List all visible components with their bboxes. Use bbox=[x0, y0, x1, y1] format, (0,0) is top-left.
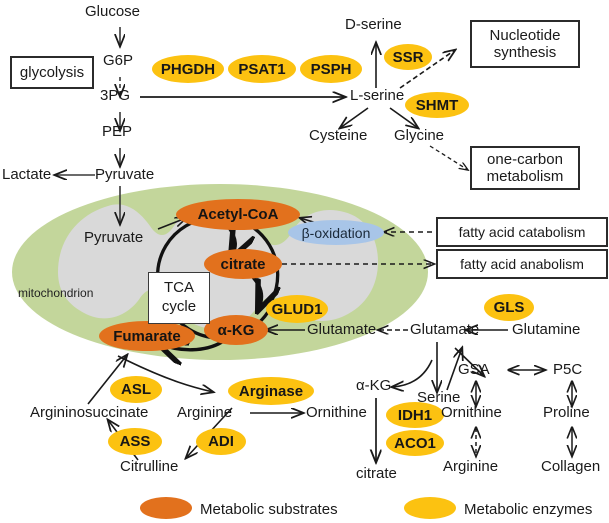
enzyme-asl[interactable]: ASL bbox=[110, 376, 162, 403]
beta-oxidation-node[interactable]: β-oxidation bbox=[288, 220, 384, 245]
glycolysis-box-label: glycolysis bbox=[19, 63, 85, 81]
one-carbon-metabolism-box: one-carbon metabolism bbox=[470, 146, 580, 190]
node-glutamine: Glutamine bbox=[512, 321, 581, 338]
enzyme-glud1-label: GLUD1 bbox=[271, 300, 323, 318]
nucleotide-synthesis-label: Nucleotide synthesis bbox=[489, 26, 561, 61]
node-argininosuccinate: Argininosuccinate bbox=[30, 404, 149, 421]
legend-enzyme-swatch bbox=[404, 497, 456, 519]
fatty-acid-catabolism-box: fatty acid catabolism bbox=[436, 217, 608, 247]
substrate-akg[interactable]: α-KG bbox=[204, 315, 268, 345]
enzyme-idh1[interactable]: IDH1 bbox=[386, 402, 444, 428]
enzyme-psat1-label: PSAT1 bbox=[238, 60, 286, 78]
node-glutamate-cytosol: Glutamate bbox=[410, 321, 480, 338]
beta-oxidation-label: β-oxidation bbox=[301, 224, 371, 241]
node-cysteine: Cysteine bbox=[309, 127, 368, 144]
tca-cycle-box: TCA cycle bbox=[148, 272, 210, 324]
enzyme-arginase-label: Arginase bbox=[238, 382, 304, 400]
node-arginine-proline: Arginine bbox=[443, 458, 499, 475]
node-ornithine-proline: Ornithine bbox=[441, 404, 502, 421]
legend-enzyme-label: Metabolic enzymes bbox=[464, 501, 593, 518]
enzyme-phgdh[interactable]: PHGDH bbox=[152, 55, 224, 83]
enzyme-ass[interactable]: ASS bbox=[108, 428, 162, 455]
enzyme-idh1-label: IDH1 bbox=[397, 406, 433, 424]
node-3pg: 3PG bbox=[100, 87, 131, 104]
node-pep: PEP bbox=[102, 123, 133, 140]
enzyme-aco1-label: ACO1 bbox=[394, 434, 436, 452]
node-lactate: Lactate bbox=[2, 166, 52, 183]
legend-substrate-swatch bbox=[140, 497, 192, 519]
node-akg-cytosol: α-KG bbox=[356, 377, 392, 394]
enzyme-psat1[interactable]: PSAT1 bbox=[228, 55, 296, 83]
enzyme-ssr[interactable]: SSR bbox=[384, 44, 432, 70]
node-arginine: Arginine bbox=[177, 404, 233, 421]
enzyme-shmt[interactable]: SHMT bbox=[405, 92, 469, 118]
substrate-fumarate[interactable]: Fumarate bbox=[99, 321, 195, 351]
node-g6p: G6P bbox=[103, 52, 134, 69]
enzyme-psph[interactable]: PSPH bbox=[300, 55, 362, 83]
fatty-acid-anabolism-box: fatty acid anabolism bbox=[436, 249, 608, 279]
node-serine: Serine bbox=[417, 389, 461, 406]
node-glutamate-mito: Glutamate bbox=[307, 321, 377, 338]
enzyme-adi-label: ADI bbox=[208, 433, 234, 450]
one-carbon-metabolism-label: one-carbon metabolism bbox=[486, 150, 564, 185]
node-p5c: P5C bbox=[553, 361, 583, 378]
enzyme-adi[interactable]: ADI bbox=[196, 428, 246, 455]
substrate-acetyl-coa-label: Acetyl-CoA bbox=[197, 206, 279, 223]
node-citrulline: Citrulline bbox=[120, 458, 179, 475]
node-pyruvate-cytosol: Pyruvate bbox=[95, 166, 155, 183]
enzyme-shmt-label: SHMT bbox=[415, 96, 459, 114]
enzyme-gls-label: GLS bbox=[493, 299, 525, 316]
fatty-acid-anabolism-label: fatty acid anabolism bbox=[460, 255, 584, 272]
node-citrate-cytosol: citrate bbox=[356, 465, 397, 482]
enzyme-gls[interactable]: GLS bbox=[484, 294, 534, 321]
substrate-citrate-label: citrate bbox=[220, 255, 266, 273]
node-glucose: Glucose bbox=[85, 3, 141, 20]
substrate-fumarate-label: Fumarate bbox=[113, 327, 181, 345]
substrate-citrate[interactable]: citrate bbox=[204, 249, 282, 279]
legend-substrate-label: Metabolic substrates bbox=[200, 501, 338, 518]
node-d-serine: D-serine bbox=[345, 16, 402, 33]
glycolysis-box: glycolysis bbox=[10, 56, 94, 89]
node-gsa: GSA bbox=[458, 361, 490, 378]
enzyme-ssr-label: SSR bbox=[392, 48, 424, 66]
enzyme-phgdh-label: PHGDH bbox=[160, 60, 216, 78]
nucleotide-synthesis-box: Nucleotide synthesis bbox=[470, 20, 580, 68]
tca-label-line2: cycle bbox=[161, 298, 197, 315]
node-l-serine: L-serine bbox=[350, 87, 405, 104]
node-pyruvate-mito: Pyruvate bbox=[84, 229, 144, 246]
substrate-akg-label: α-KG bbox=[217, 321, 255, 339]
fatty-acid-catabolism-label: fatty acid catabolism bbox=[458, 223, 586, 240]
enzyme-aco1[interactable]: ACO1 bbox=[386, 430, 444, 456]
node-ornithine: Ornithine bbox=[306, 404, 367, 421]
enzyme-ass-label: ASS bbox=[119, 433, 151, 450]
enzyme-asl-label: ASL bbox=[121, 381, 151, 398]
enzyme-psph-label: PSPH bbox=[310, 60, 352, 78]
tca-label-line1: TCA bbox=[164, 279, 194, 297]
mitochondrion-label: mitochondrion bbox=[18, 286, 94, 300]
substrate-acetyl-coa[interactable]: Acetyl-CoA bbox=[176, 199, 300, 230]
node-proline: Proline bbox=[543, 404, 590, 421]
node-collagen: Collagen bbox=[541, 458, 601, 475]
node-glycine: Glycine bbox=[394, 127, 445, 144]
enzyme-arginase[interactable]: Arginase bbox=[228, 377, 314, 405]
enzyme-glud1[interactable]: GLUD1 bbox=[266, 295, 328, 323]
